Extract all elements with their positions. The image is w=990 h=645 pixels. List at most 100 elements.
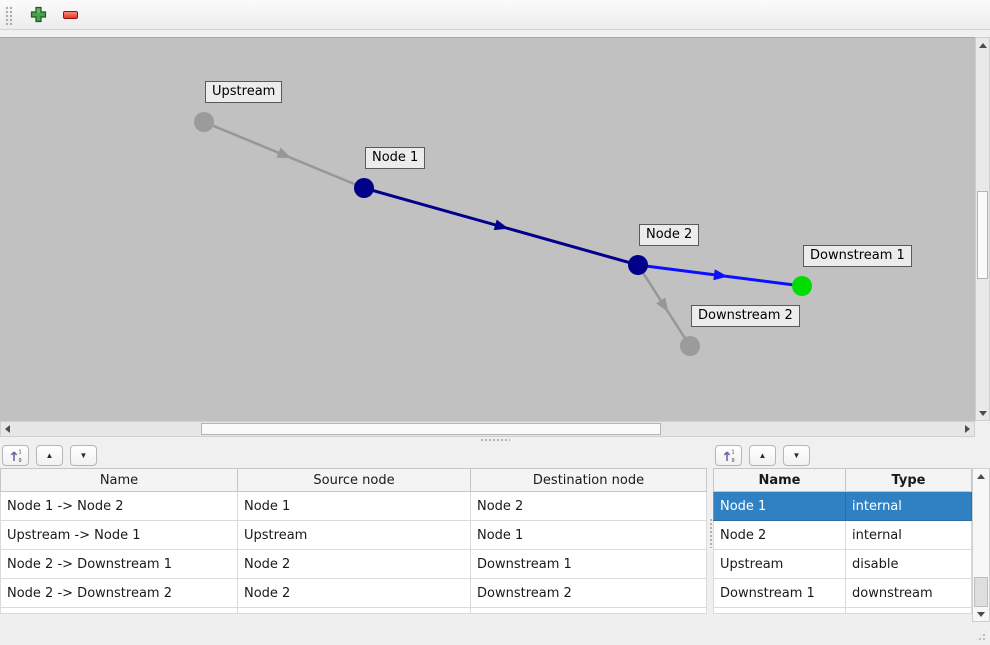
node-label[interactable]: Downstream 1: [803, 245, 912, 267]
up-triangle-icon: ▲: [45, 451, 54, 460]
table-cell[interactable]: Upstream -> Node 1: [0, 520, 238, 550]
plus-icon: [30, 6, 46, 23]
splitter-handle-dots: [480, 438, 510, 442]
table-cell[interactable]: Node 2: [470, 491, 707, 521]
scroll-right-button[interactable]: [961, 422, 974, 436]
column-header[interactable]: Destination node: [470, 468, 707, 492]
table-cell[interactable]: Node 1 -> Node 2: [0, 491, 238, 521]
canvas-vscroll-thumb[interactable]: [977, 191, 988, 279]
remove-button[interactable]: [59, 4, 81, 26]
canvas-tables-splitter[interactable]: [0, 437, 990, 443]
column-header[interactable]: Name: [0, 468, 238, 492]
table-cell: [713, 607, 846, 614]
canvas-horizontal-scrollbar[interactable]: [0, 421, 975, 437]
nodes-sort-button[interactable]: 1 9: [715, 445, 742, 466]
minus-icon: [62, 10, 78, 19]
canvas-vertical-scrollbar[interactable]: [975, 37, 990, 421]
table-cell[interactable]: internal: [845, 520, 972, 550]
table-cell[interactable]: Node 1: [470, 520, 707, 550]
column-header[interactable]: Type: [845, 468, 972, 492]
table-cell[interactable]: Downstream 1: [713, 578, 846, 608]
edges-sort-button[interactable]: 1 9: [2, 445, 29, 466]
scroll-up-icon: [976, 473, 985, 479]
down-triangle-icon: ▼: [79, 451, 88, 460]
main-toolbar: [0, 0, 990, 30]
column-header[interactable]: Name: [713, 468, 846, 492]
table-cell[interactable]: Downstream 2: [470, 578, 707, 608]
table-cell[interactable]: Node 2 -> Downstream 1: [0, 549, 238, 579]
edge-arrow-icon: [656, 297, 669, 313]
column-header[interactable]: Source node: [237, 468, 471, 492]
graph-node[interactable]: [354, 178, 374, 198]
table-cell: [470, 607, 707, 614]
sort-ascending-icon: 1 9: [723, 450, 734, 463]
edges-move-down-button[interactable]: ▼: [70, 445, 97, 466]
table-cell[interactable]: disable: [845, 549, 972, 579]
table-cell[interactable]: Downstream 1: [470, 549, 707, 579]
sort-ascending-icon: 1 9: [10, 450, 21, 463]
table-cell: [0, 607, 238, 614]
table-cell[interactable]: Node 1: [713, 491, 846, 521]
graph-node[interactable]: [792, 276, 812, 296]
nodes-scroll-thumb[interactable]: [974, 577, 988, 607]
table-cell[interactable]: internal: [845, 491, 972, 521]
scroll-up-icon: [978, 42, 987, 48]
splitter-handle-dots: [708, 517, 713, 548]
canvas-hscroll-thumb[interactable]: [201, 423, 661, 435]
status-strip: [0, 622, 990, 645]
svg-text:1: 1: [731, 450, 734, 456]
up-triangle-icon: ▲: [758, 451, 767, 460]
scroll-up-button[interactable]: [976, 38, 989, 52]
table-cell[interactable]: Upstream: [713, 549, 846, 579]
edges-toolbar: 1 9 ▲ ▼: [0, 443, 708, 468]
table-cell[interactable]: Node 1: [237, 491, 471, 521]
scroll-left-button[interactable]: [1, 422, 14, 436]
graph-svg: [194, 112, 812, 356]
empty-partial-row: [0, 607, 707, 614]
nodes-move-down-button[interactable]: ▼: [783, 445, 810, 466]
node-label[interactable]: Downstream 2: [691, 305, 800, 327]
tables-splitter[interactable]: [708, 443, 713, 622]
scroll-down-icon: [976, 611, 985, 617]
add-button[interactable]: [27, 4, 49, 26]
table-cell[interactable]: Node 2: [237, 549, 471, 579]
nodes-move-up-button[interactable]: ▲: [749, 445, 776, 466]
table-cell[interactable]: downstream: [845, 578, 972, 608]
scroll-down-icon: [978, 410, 987, 416]
svg-text:1: 1: [18, 450, 21, 456]
table-cell[interactable]: Node 2: [713, 520, 846, 550]
scroll-down-button[interactable]: [976, 406, 989, 420]
toolbar-drag-handle[interactable]: [4, 4, 13, 25]
window-resize-grip[interactable]: [974, 629, 987, 642]
edge-arrow-icon: [493, 219, 509, 231]
nodes-toolbar: 1 9 ▲ ▼: [713, 443, 990, 468]
table-cell[interactable]: Node 2: [237, 578, 471, 608]
nodes-table-scrollbar[interactable]: [972, 468, 990, 622]
svg-text:9: 9: [18, 458, 21, 463]
table-cell[interactable]: Node 2 -> Downstream 2: [0, 578, 238, 608]
node-label[interactable]: Node 2: [639, 224, 700, 246]
node-label[interactable]: Upstream: [205, 81, 283, 103]
graph-node[interactable]: [680, 336, 700, 356]
table-cell[interactable]: Upstream: [237, 520, 471, 550]
graph-node[interactable]: [194, 112, 214, 132]
graph-node[interactable]: [628, 255, 648, 275]
edges-move-up-button[interactable]: ▲: [36, 445, 63, 466]
table-cell: [845, 607, 972, 614]
node-label[interactable]: Node 1: [365, 147, 426, 169]
scroll-up-button[interactable]: [974, 469, 987, 483]
scroll-down-button[interactable]: [974, 607, 987, 621]
svg-text:9: 9: [731, 458, 734, 463]
